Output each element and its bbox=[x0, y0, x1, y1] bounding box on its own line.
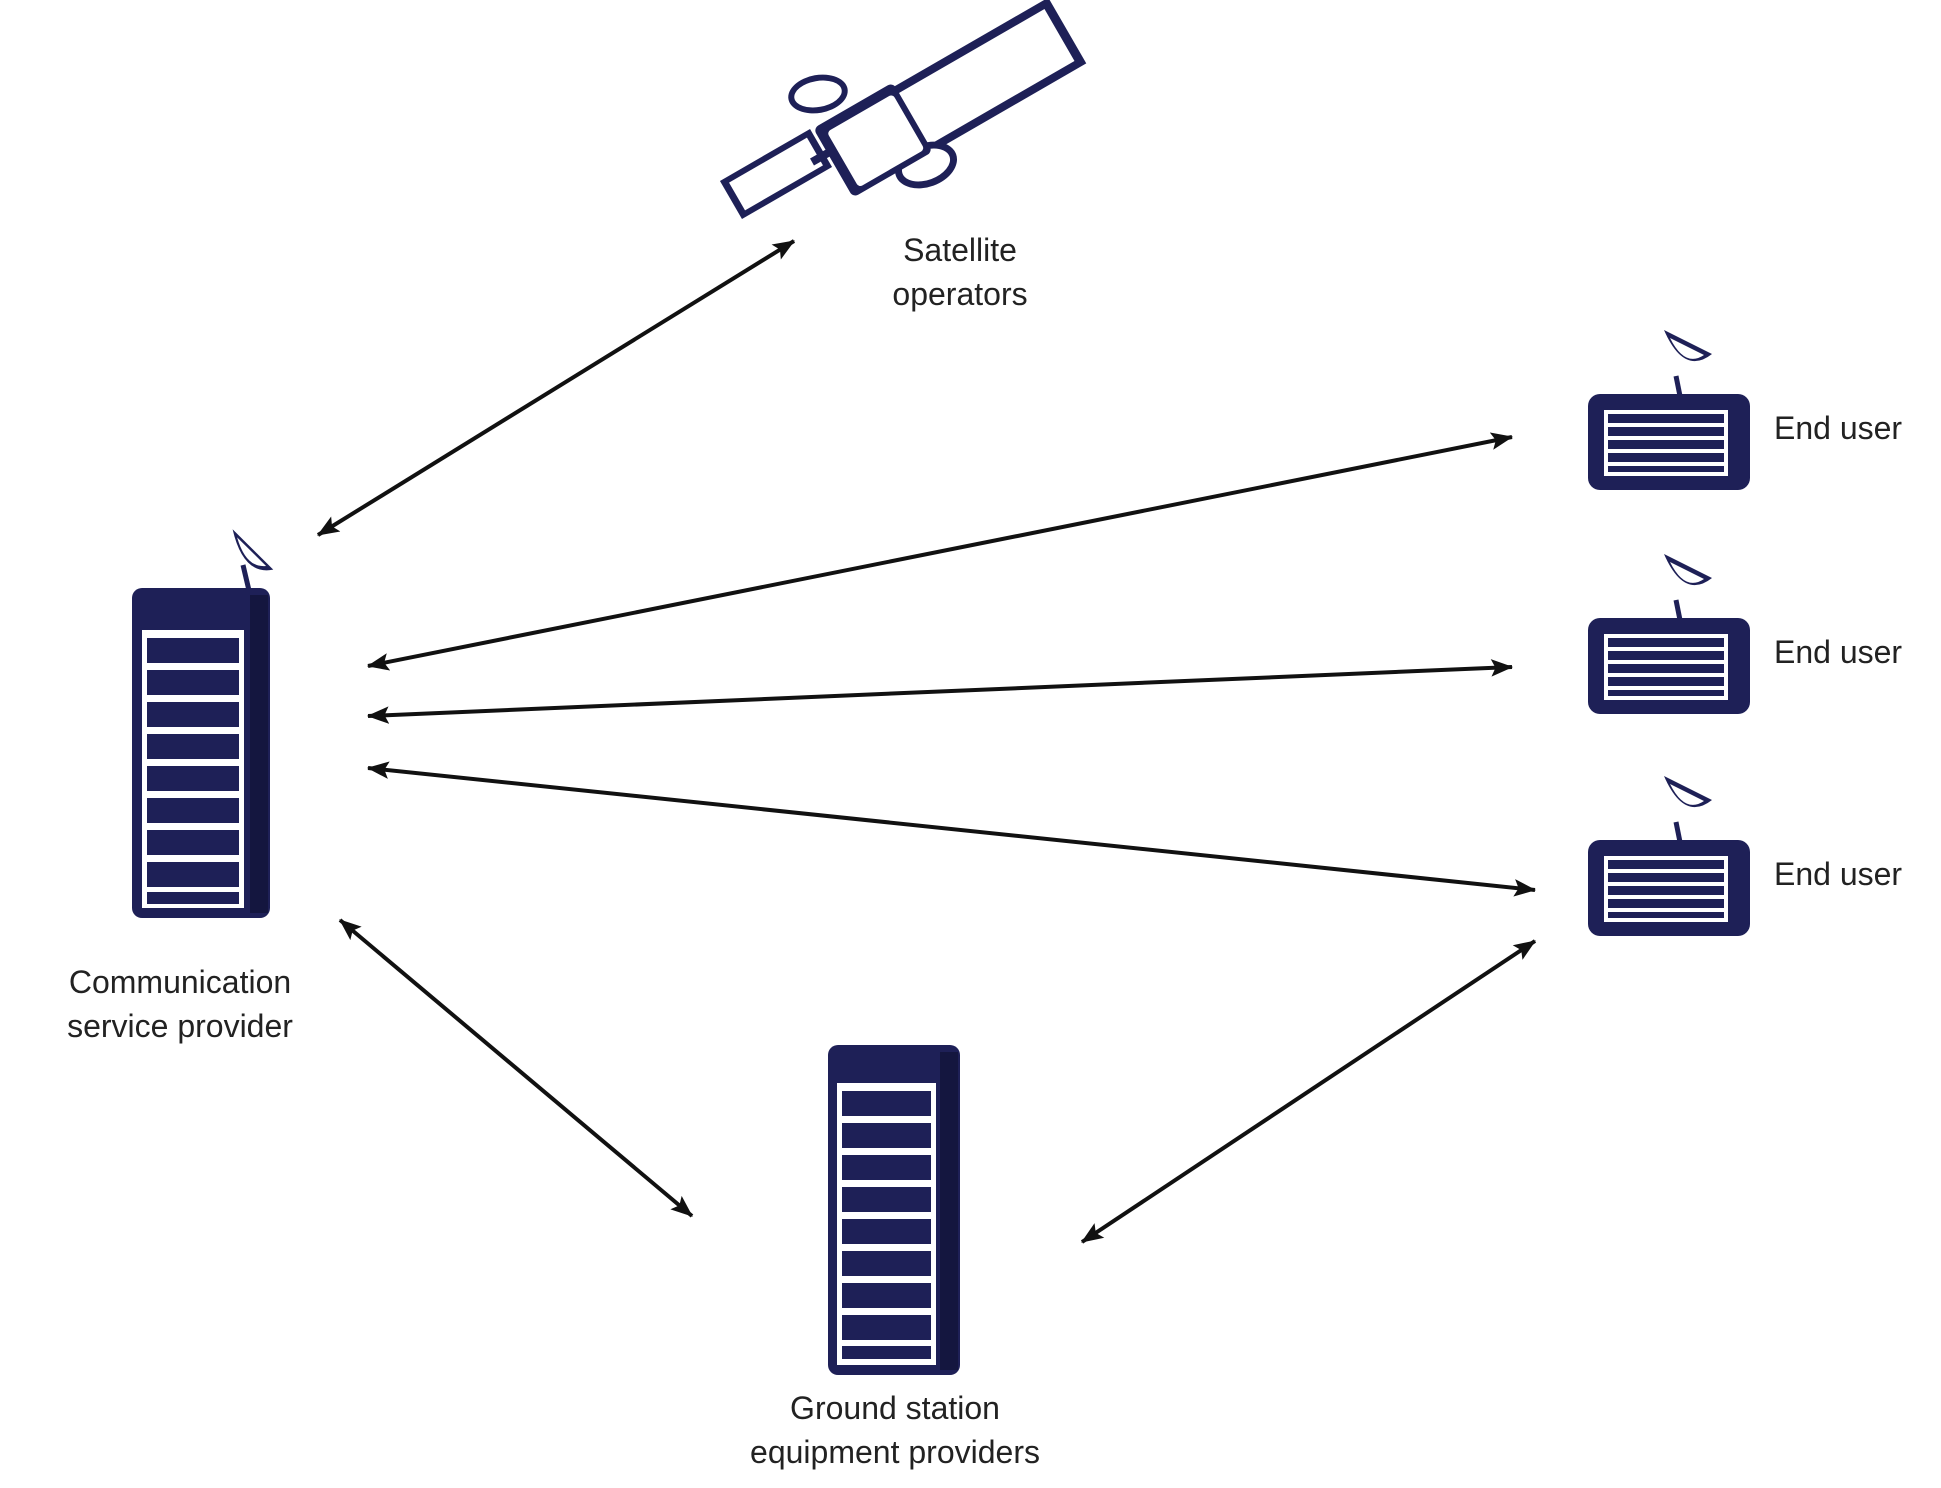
end-user-label-text: End user bbox=[1774, 410, 1903, 446]
satellite-operators-label: Satellite operators bbox=[845, 228, 1075, 316]
satellite-terminal-icon bbox=[1588, 330, 1750, 490]
arrow-ground-end-user-3 bbox=[1080, 939, 1537, 1244]
satellite-icon bbox=[719, 0, 1087, 220]
arrow-csp-end-user-2 bbox=[366, 659, 1514, 724]
satellite-label-line1: Satellite bbox=[903, 232, 1017, 268]
satellite-terminal-icon bbox=[1588, 776, 1750, 936]
end-user-label-text: End user bbox=[1774, 634, 1903, 670]
csp-label-line1: Communication bbox=[68, 964, 292, 1000]
ground-label-line2: equipment providers bbox=[750, 1434, 1040, 1470]
arrow-csp-ground bbox=[338, 918, 694, 1218]
connection-arrows bbox=[316, 239, 1537, 1244]
csp-label-line2: service provider bbox=[67, 1008, 293, 1044]
server-tower-with-dish-icon bbox=[132, 529, 274, 918]
arrow-csp-satellite bbox=[316, 239, 796, 537]
communication-service-provider-label: Communication service provider bbox=[30, 960, 330, 1048]
ground-station-label: Ground station equipment providers bbox=[720, 1386, 1070, 1474]
end-user-label-text: End user bbox=[1774, 856, 1903, 892]
arrow-csp-end-user-3 bbox=[366, 761, 1537, 897]
satellite-terminal-icon bbox=[1588, 554, 1750, 714]
satellite-label-line2: operators bbox=[892, 276, 1028, 312]
server-tower-icon bbox=[828, 1045, 960, 1375]
arrow-csp-end-user-1 bbox=[366, 432, 1514, 671]
end-user-label-3: End user bbox=[1774, 852, 1934, 896]
end-user-label-1: End user bbox=[1774, 406, 1934, 450]
ground-label-line1: Ground station bbox=[790, 1390, 1000, 1426]
end-user-label-2: End user bbox=[1774, 630, 1934, 674]
